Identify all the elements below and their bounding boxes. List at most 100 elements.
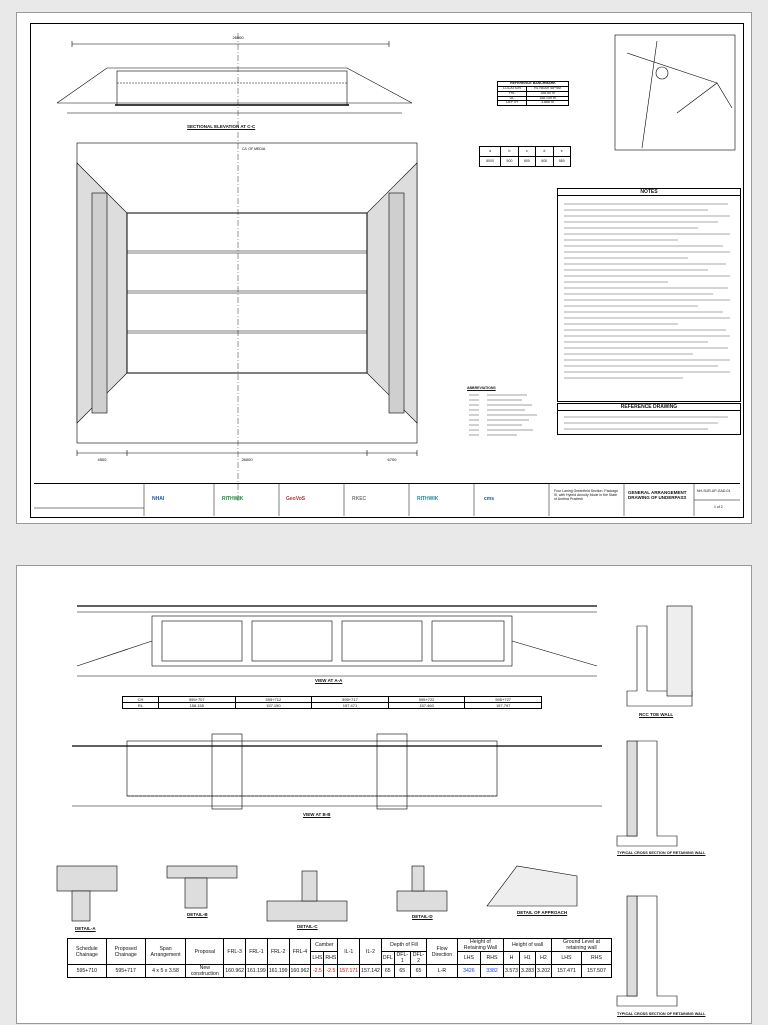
table-cell: 6000 <box>478 156 502 167</box>
table-cell: -2.5 <box>323 964 339 978</box>
table-header: FRL-3 <box>223 938 247 965</box>
table-subheader: LHS <box>310 951 325 965</box>
table-cell: 3.573 <box>503 964 521 978</box>
table-header: Depth of Fill <box>380 938 428 952</box>
table-header: c <box>517 146 537 157</box>
logo-rkec: RKEC <box>352 496 367 502</box>
table-header: Height of wall <box>503 938 552 952</box>
table-cell: 3382 <box>479 964 505 978</box>
reference-title: REFERENCE DRAWING <box>558 404 740 411</box>
table-cell: 600 <box>535 156 554 167</box>
table-subheader: H1 <box>519 951 536 965</box>
table-cell: 157.507 <box>580 964 613 978</box>
table-cell: L-R <box>426 964 458 978</box>
drawing-title: GENERAL ARRANGEMENT DRAWING OF UNDERPASS <box>628 490 687 500</box>
table-cell: -2.5 <box>310 964 325 978</box>
table-cell: 65 <box>380 964 395 978</box>
table-cell: 157.471 <box>550 964 582 978</box>
drawing-number: NH-SUR-UP-GAD-01 <box>697 489 731 493</box>
table-subheader: H2 <box>535 951 552 965</box>
table-cell: 3.283 <box>519 964 536 978</box>
table-cell: 500 <box>500 156 519 167</box>
legend-lines <box>469 394 537 436</box>
table-cell: 157.797 <box>464 702 542 709</box>
table-cell: 158.155 <box>157 702 236 709</box>
table-header: FRL-1 <box>245 938 268 965</box>
table-cell: 160.962 <box>288 964 312 978</box>
table-subheader: RHS <box>323 951 339 965</box>
table-cell: 160.962 <box>223 964 247 978</box>
table-header: e <box>552 146 572 157</box>
table-header: Proposed Chainage <box>105 938 146 965</box>
detail-b-title: DETAIL-B <box>187 912 208 917</box>
table-cell: 595+710 <box>67 964 107 978</box>
project-text: Four Laning Greenfield Section, Package … <box>554 489 619 501</box>
table-cell: 65 <box>409 964 428 978</box>
abbreviations-legend: ABBREVIATIONS <box>467 386 547 447</box>
legend-title: ABBREVIATIONS <box>467 386 496 390</box>
detail-d-title: DETAIL-D <box>412 914 433 919</box>
table-header: Schedule Chainage <box>67 938 107 965</box>
table-header: Proposal <box>185 938 225 965</box>
chainage-level-strip: CH 595+707 595+712 595+717 595+722 595+7… <box>122 696 542 709</box>
table-header: FRL-2 <box>266 938 290 965</box>
table-header: a <box>478 146 502 157</box>
table-cell: 3426 <box>456 964 481 978</box>
sheet-1-border <box>30 23 744 518</box>
table-row: 595+710 595+717 4 x 5 x 3.58 New constru… <box>67 964 613 978</box>
dimension-table: a b c d e 6000 500 600 600 550 <box>478 146 572 167</box>
bottom-dimension-right: 6700 <box>388 457 398 462</box>
table-cell: 3.202 <box>535 964 552 978</box>
notes-title: NOTES <box>558 189 740 196</box>
table-cell: 161.199 <box>266 964 290 978</box>
table-cell: 157.150 <box>234 702 313 709</box>
table-subheader: DFL-2 <box>409 951 428 965</box>
bottom-dimension-left: 4500 <box>98 457 108 462</box>
table-cell: 161.199 <box>245 964 268 978</box>
drawing-sheet-2: VIEW AT A-A VIEW AT B-B RCC TOE WALL TYP… <box>16 565 752 1024</box>
table-subheader: RHS <box>580 951 613 965</box>
title-block: NHAI RITHWIK GeoVoS RKEC RITHWIK cms Fou… <box>34 483 740 516</box>
sheet-number: 1 of 2 <box>714 505 723 509</box>
table-subheader: LHS <box>550 951 582 965</box>
table-subheader: DFL-1 <box>393 951 411 965</box>
logo-nhai: NHAI <box>152 496 165 502</box>
title-block-grid <box>34 484 740 516</box>
logo-cms: cms <box>484 496 495 502</box>
table-cell: 157.460 <box>387 702 466 709</box>
reference-text-lines <box>564 416 728 430</box>
table-cell: 3.888 m <box>526 100 569 107</box>
views-and-details-drawing <box>56 605 693 1007</box>
detail-approach-title: DETAIL OF APPROACH <box>517 910 568 915</box>
table-subheader: H <box>503 951 521 965</box>
table-header: Ground Level at retaining wall <box>550 938 613 952</box>
table-header: FRL-4 <box>288 938 312 965</box>
table-subheader: RHS <box>479 951 505 965</box>
drawing-sheet-1: 26000 4500 26000 6700 C/L OF MEDIA SECTI… <box>16 12 752 524</box>
notes-text-lines <box>564 203 730 379</box>
logo-rithwik-2: RITHWIK <box>417 496 439 502</box>
table-cell: 157.171 <box>337 964 361 978</box>
plan-and-elevation-drawing: 26000 4500 26000 6700 C/L OF MEDIA <box>56 33 736 503</box>
detail-c-title: DETAIL-C <box>297 924 318 929</box>
table-subheader: LHS <box>456 951 481 965</box>
table-cell: 157.142 <box>359 964 382 978</box>
table-header: b <box>500 146 519 157</box>
schedule-table: Schedule Chainage Proposed Chainage Span… <box>67 938 613 978</box>
table-header: IL-2 <box>359 938 382 965</box>
table-header: Span Arrangement <box>144 938 187 965</box>
top-dimension: 26000 <box>232 35 244 40</box>
bottom-dimension-middle: 26000 <box>241 457 253 462</box>
typical-section-2-title: TYPICAL CROSS SECTION OF RETAINING WALL <box>617 1012 706 1016</box>
section-title: SECTIONAL ELEVATION AT C-C <box>187 124 256 129</box>
typical-section-1-title: TYPICAL CROSS SECTION OF RETAINING WALL <box>617 851 706 855</box>
table-header: d <box>535 146 554 157</box>
notes-panel: NOTES <box>557 188 741 402</box>
reference-drawing-panel: REFERENCE DRAWING <box>557 403 741 435</box>
detail-a-title: DETAIL-A <box>75 926 96 931</box>
table-cell: RL <box>122 702 159 709</box>
table-header: Height of Retaining Wall <box>456 938 505 952</box>
table-subheader: DFL <box>380 951 395 965</box>
view-a-title: VIEW AT A-A <box>315 678 343 683</box>
table-cell: 65 <box>393 964 411 978</box>
